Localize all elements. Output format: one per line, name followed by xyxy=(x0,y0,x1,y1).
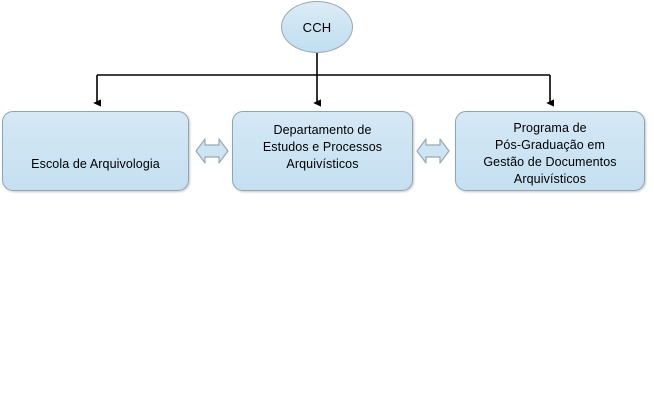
node-cch[interactable]: CCH xyxy=(281,1,353,53)
peer-link-escola-departamento-icon xyxy=(195,138,229,164)
node-escola-de-arquivologia[interactable]: Escola de Arquivologia xyxy=(2,111,189,191)
node-departamento-estudos-processos-arquivisticos[interactable]: Departamento de Estudos e Processos Arqu… xyxy=(232,111,413,191)
node-escola-de-arquivologia-label: Escola de Arquivologia xyxy=(31,157,160,171)
peer-link-departamento-programa-icon xyxy=(416,138,450,164)
node-departamento-estudos-processos-arquivisticos-label: Departamento de Estudos e Processos Arqu… xyxy=(262,123,383,171)
node-programa-pos-graduacao-gestao-documentos[interactable]: Programa de Pós-Graduação em Gestão de D… xyxy=(455,111,645,191)
node-cch-label: CCH xyxy=(302,19,332,35)
node-programa-pos-graduacao-gestao-documentos-label: Programa de Pós-Graduação em Gestão de D… xyxy=(483,121,617,186)
